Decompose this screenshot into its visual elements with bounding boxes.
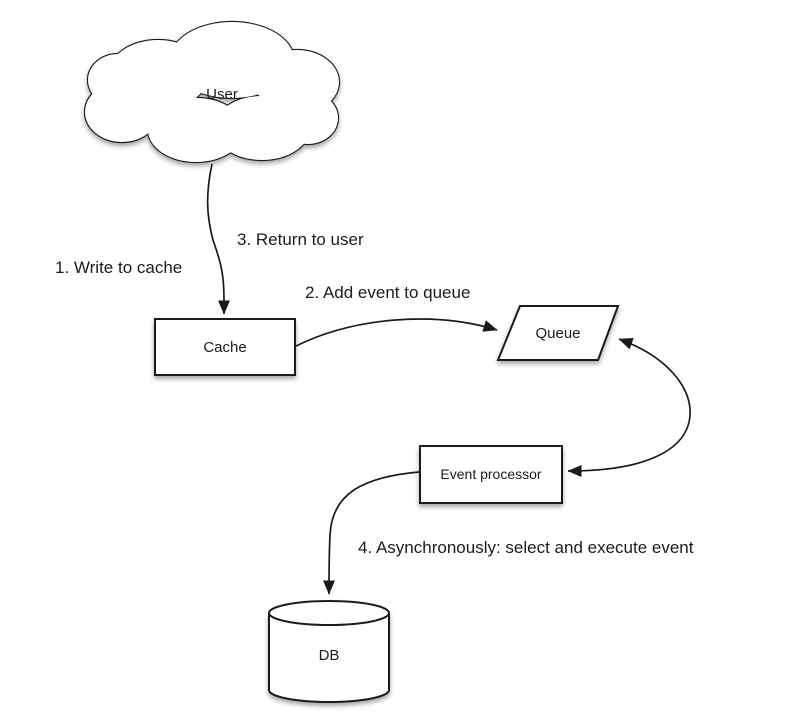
cache-node-label: Cache [203, 339, 246, 356]
user-node-label: User [206, 86, 238, 103]
db-node [268, 600, 390, 703]
queue-node-label: Queue [535, 325, 580, 342]
cache-node [154, 318, 296, 376]
step4-label: 4. Asynchronously: select and execute ev… [358, 538, 694, 557]
queue-node [496, 305, 620, 361]
user-cloud-node [83, 20, 341, 164]
event-processor-node [419, 445, 563, 504]
edge-user-to-cache [206, 163, 230, 315]
event-processor-node-label: Event processor [440, 466, 541, 482]
edge-queue-event-processor-bidirectional [567, 338, 691, 477]
edge-event-processor-to-db [323, 471, 420, 595]
step3-label: 3. Return to user [237, 230, 364, 249]
step1-label: 1. Write to cache [55, 258, 182, 277]
db-node-label: DB [319, 647, 340, 664]
step2-label: 2. Add event to queue [305, 283, 470, 302]
edge-cache-to-queue [295, 318, 498, 347]
